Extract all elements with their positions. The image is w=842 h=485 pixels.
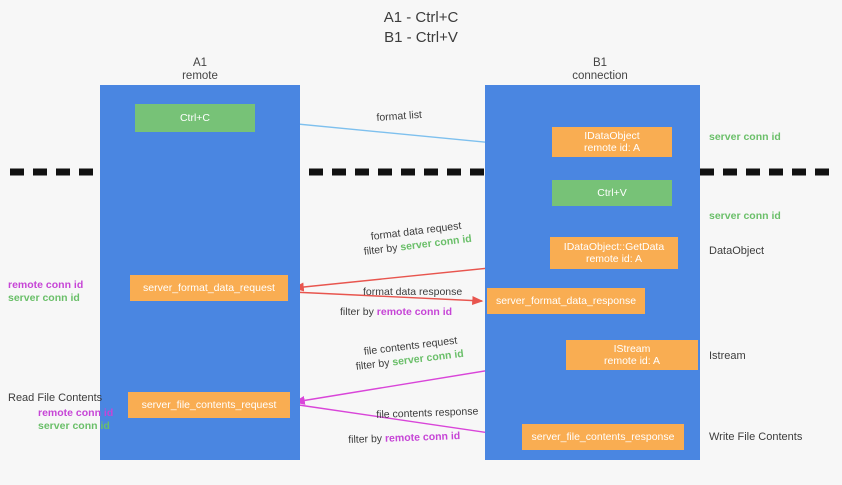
filter-prefix: filter by [348,432,386,446]
annotation-server-conn-id-upper: server conn id [8,292,80,304]
annotation-server-conn-id-second: server conn id [709,210,781,222]
page-title: A1 - Ctrl+C B1 - Ctrl+V [383,9,459,46]
annotation-conn-ids-upper: remote conn id server conn id [8,279,83,305]
filter-prefix: filter by [340,306,377,318]
column-header-a1: A1 remote [182,57,218,82]
column-header-b1: B1 connection [572,57,628,82]
annotation-server-conn-id-lower: server conn id [38,420,110,432]
node-idataobject[interactable]: IDataObject remote id: A [552,127,672,157]
annotation-read-file-contents: Read File Contents [8,392,103,404]
annotation-remote-conn-id-upper: remote conn id [8,279,84,291]
edge-label-format-data-response-filter: filter by remote conn id [340,305,452,319]
filter-value-remote-conn-id: remote conn id [376,306,453,318]
node-server-file-contents-response[interactable]: server_file_contents_response [522,424,684,450]
node-idataobject-getdata[interactable]: IDataObject::GetData remote id: A [550,237,678,269]
arrow-format-data-response [291,291,484,306]
edge-label-format-data-response: format data response [363,286,463,298]
annotation-server-conn-id-top: server conn id [709,131,781,143]
arrow-file-contents-response [291,403,519,441]
annotation-istream: Istream [709,350,746,362]
node-ctrl-c[interactable]: Ctrl+C [135,104,255,132]
node-server-format-data-request[interactable]: server_format_data_request [130,275,288,301]
filter-value-remote-conn-id: remote conn id [384,430,461,445]
annotation-dataobject: DataObject [709,245,765,257]
annotation-write-file-contents: Write File Contents [709,431,803,443]
node-server-file-contents-request[interactable]: server_file_contents_request [128,392,290,418]
node-server-format-data-response[interactable]: server_format_data_response [487,288,645,314]
annotation-conn-ids-lower: remote conn id server conn id [38,407,113,433]
node-ctrl-v[interactable]: Ctrl+V [552,180,672,206]
annotation-remote-conn-id-lower: remote conn id [38,407,114,419]
node-istream[interactable]: IStream remote id: A [566,340,698,370]
